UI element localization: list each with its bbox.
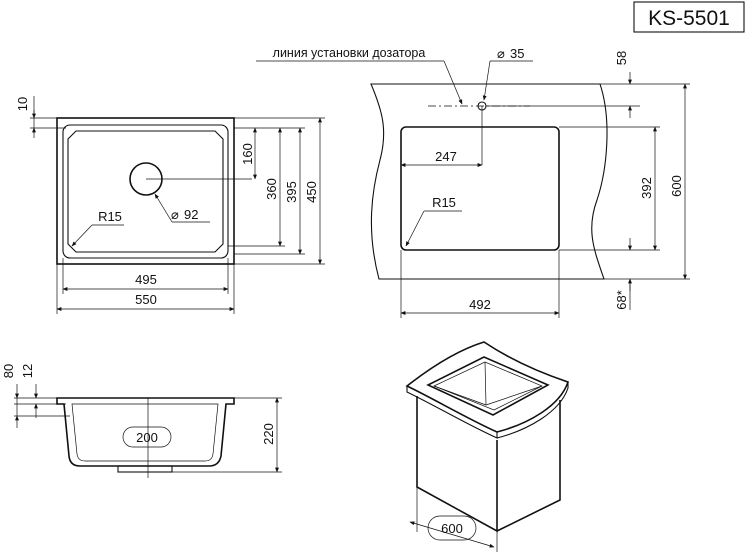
dim-68-label: 68* (614, 290, 629, 310)
cabinet-sink-opening (426, 356, 550, 416)
dim-80-label: 80 (1, 364, 16, 378)
sink-side-outline (56, 397, 235, 467)
dim-600-oval (427, 515, 477, 541)
dim-10-label: 10 (15, 97, 30, 111)
dim-550-label: 550 (135, 292, 157, 307)
dispenser-diameter-label: 35 (510, 46, 524, 61)
sink-outer-outline (56, 117, 235, 265)
dim-492-label: 492 (469, 297, 491, 312)
radius-label: R15 (98, 209, 122, 224)
dim-600-label: 600 (669, 175, 684, 197)
dim-160-label: 160 (240, 143, 255, 165)
countertop-cutout-view: линия установки дозатора ⌀ 35 247 R15 49… (256, 46, 690, 318)
dim-220-label: 220 (261, 423, 276, 445)
sink-rim-outline (62, 124, 229, 259)
dim-58-label: 58 (614, 51, 629, 65)
dim-200-label: 200 (136, 430, 158, 445)
sink-side-view: 200 80 12 220 (1, 364, 282, 478)
dim-360-label: 360 (264, 178, 279, 200)
model-title-box: KS-5501 (633, 1, 745, 33)
dim-200-oval (122, 426, 172, 448)
cutout-rect (400, 126, 560, 251)
cabinet-isometric-view: 600 (405, 341, 570, 552)
sink-bowl-outline (67, 130, 224, 253)
dim-450-label: 450 (304, 181, 319, 203)
dispenser-line-label: линия установки дозатора (273, 46, 426, 60)
dim-395-label: 395 (284, 181, 299, 203)
dim-392-label: 392 (639, 177, 654, 199)
dim-247-label: 247 (435, 149, 457, 164)
sink-side-inner (71, 403, 219, 462)
dim-12-label: 12 (20, 364, 35, 378)
model-title: KS-5501 (648, 7, 730, 30)
cabinet-right-panel (496, 400, 561, 532)
diameter-symbol: ⌀ (171, 207, 179, 222)
cabinet-dim-600-label: 600 (441, 521, 463, 536)
diameter-symbol-35: ⌀ (497, 46, 505, 61)
drain-outlet (117, 465, 173, 473)
sink-top-view: 10 160 360 395 450 495 550 R15 (15, 96, 325, 314)
cutout-radius-label: R15 (432, 195, 456, 210)
dim-495-label: 495 (135, 272, 157, 287)
cabinet-left-panel (416, 396, 498, 533)
drain-diameter-label: 92 (184, 207, 198, 222)
